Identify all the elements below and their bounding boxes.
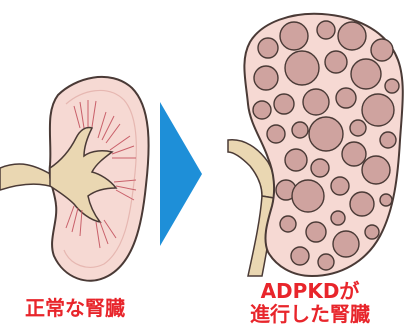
right-triangle-arrow-icon <box>160 102 202 246</box>
adpkd-label-line2: 進行した腎臓 <box>215 303 405 326</box>
normal-kidney-label: 正常な腎臓 <box>0 297 150 320</box>
normal-kidney <box>0 77 149 281</box>
adpkd-kidney-label: ADPKDが 進行した腎臓 <box>215 280 405 326</box>
normal-ureter <box>0 164 56 190</box>
adpkd-kidney <box>228 14 403 276</box>
adpkd-label-line1: ADPKDが <box>215 280 405 303</box>
